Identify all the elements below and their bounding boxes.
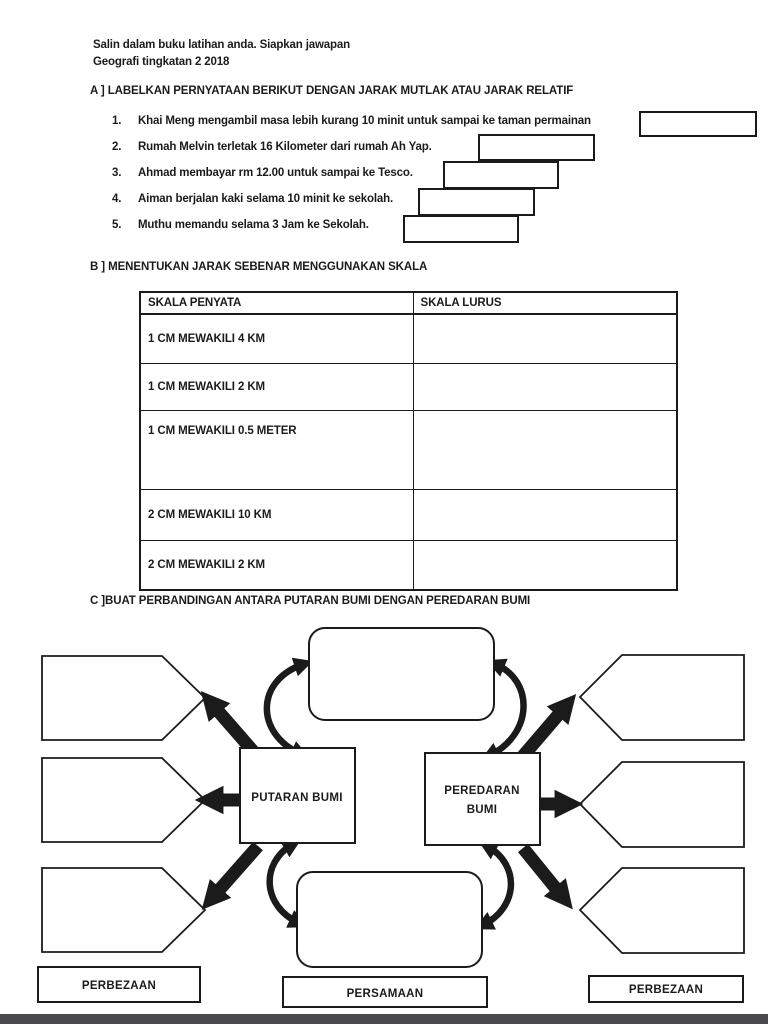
right-answer-tag-1 (578, 654, 745, 741)
left-answer-tag-2 (41, 757, 207, 843)
instruction-line: Salin dalam buku latihan anda. Siapkan j… (93, 39, 351, 51)
section-b-title: B ] MENENTUKAN JARAK SEBENAR MENGGUNAKAN… (90, 261, 428, 273)
question-item-3: 3. Ahmad membayar rm 12.00 untuk sampai … (112, 160, 591, 186)
perbezaan-right-box (588, 975, 744, 1003)
question-text: Ahmad membayar rm 12.00 untuk sampai ke … (138, 167, 413, 179)
persamaan-box (282, 976, 488, 1008)
question-list: 1. Khai Meng mengambil masa lebih kurang… (112, 108, 591, 238)
table-row: 1 CM MEWAKILI 2 KM (139, 363, 678, 411)
question-number: 5. (112, 219, 122, 231)
answer-box-1 (639, 111, 757, 137)
question-number: 1. (112, 115, 122, 127)
arrow-down-right (517, 843, 573, 910)
blank-answer-cell (412, 489, 678, 541)
question-number: 3. (112, 167, 122, 179)
scale-statement-cell: 2 CM MEWAKILI 10 KM (139, 489, 414, 541)
perbezaan-left-label: PERBEZAAN (82, 980, 156, 992)
question-text: Rumah Melvin terletak 16 Kilometer dari … (138, 141, 432, 153)
peredaran-bumi-box (424, 752, 541, 846)
blank-answer-cell (412, 410, 678, 490)
scale-statement-cell: 2 CM MEWAKILI 2 KM (139, 540, 414, 591)
blank-answer-cell (412, 313, 678, 364)
table-row: 1 CM MEWAKILI 4 KM (139, 313, 678, 364)
section-c-title: C ]BUAT PERBANDINGAN ANTARA PUTARAN BUMI… (90, 595, 531, 607)
question-number: 4. (112, 193, 122, 205)
table-row: 1 CM MEWAKILI 0.5 METER (139, 410, 678, 490)
perbezaan-right-label: PERBEZAAN (629, 984, 703, 996)
table-header-row: SKALA PENYATA SKALA LURUS (139, 291, 678, 315)
doc-header: Salin dalam buku latihan anda. Siapkan j… (93, 37, 350, 71)
cycle-arrow-bottom-right (474, 841, 515, 930)
left-answer-tag-3 (41, 867, 207, 953)
answer-box-5 (403, 215, 519, 243)
question-text: Khai Meng mengambil masa lebih kurang 10… (138, 115, 591, 127)
table-header-penyata: SKALA PENYATA (139, 291, 414, 315)
blank-answer-cell (412, 540, 678, 591)
answer-box-3 (443, 161, 559, 189)
cycle-arrow-top-right (480, 658, 527, 761)
left-answer-tag-1 (41, 655, 207, 741)
subject-line: Geografi tingkatan 2 2018 (93, 56, 230, 68)
question-text: Aiman berjalan kaki selama 10 minit ke s… (138, 193, 394, 205)
comparison-diagram: PUTARAN BUMI PEREDARAN BUMI PERBEZAAN PE… (37, 627, 745, 1008)
cycle-arrow-bottom-left (266, 839, 308, 928)
bottom-summary-box (296, 871, 483, 968)
question-item-1: 1. Khai Meng mengambil masa lebih kurang… (112, 108, 591, 134)
cycle-arrow-top-left (263, 657, 314, 760)
section-a-title: A ] LABELKAN PERNYATAAN BERIKUT DENGAN J… (90, 85, 574, 97)
question-item-5: 5. Muthu memandu selama 3 Jam ke Sekolah… (112, 212, 591, 238)
blank-answer-cell (412, 363, 678, 411)
question-number: 2. (112, 141, 122, 153)
right-answer-tag-3 (578, 867, 745, 954)
top-summary-box (308, 627, 495, 721)
table-header-lurus: SKALA LURUS (412, 291, 678, 315)
scale-table: SKALA PENYATA SKALA LURUS 1 CM MEWAKILI … (139, 291, 678, 591)
right-answer-tag-2 (578, 761, 745, 848)
answer-box-2 (478, 134, 595, 161)
putaran-bumi-label: PUTARAN BUMI (251, 792, 343, 804)
perbezaan-left-box (37, 966, 201, 1003)
putaran-bumi-box (239, 747, 356, 844)
question-item-4: 4. Aiman berjalan kaki selama 10 minit k… (112, 186, 591, 212)
scale-statement-cell: 1 CM MEWAKILI 0.5 METER (139, 410, 414, 490)
peredaran-bumi-label-line1: PEREDARAN (444, 785, 520, 797)
answer-box-4 (418, 188, 535, 216)
table-row: 2 CM MEWAKILI 10 KM (139, 489, 678, 541)
question-text: Muthu memandu selama 3 Jam ke Sekolah. (138, 219, 369, 231)
scale-statement-cell: 1 CM MEWAKILI 4 KM (139, 313, 414, 364)
persamaan-label: PERSAMAAN (347, 988, 424, 1000)
arrow-down-left (201, 841, 263, 910)
peredaran-bumi-label-line2: BUMI (467, 804, 498, 816)
question-item-2: 2. Rumah Melvin terletak 16 Kilometer da… (112, 134, 591, 160)
page-edge-band (0, 1014, 768, 1024)
scale-statement-cell: 1 CM MEWAKILI 2 KM (139, 363, 414, 411)
table-row: 2 CM MEWAKILI 2 KM (139, 540, 678, 591)
arrow-up-right (518, 693, 577, 761)
